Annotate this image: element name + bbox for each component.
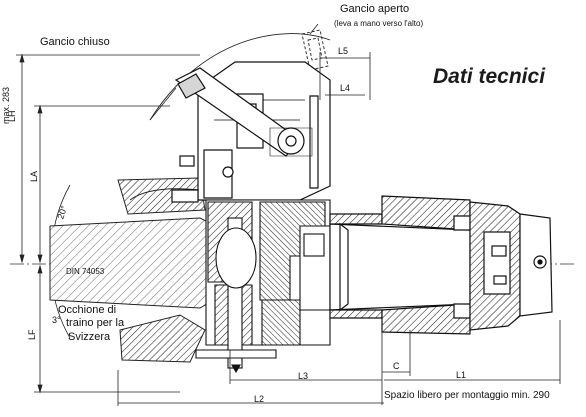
- dim-lf: LF: [27, 329, 37, 340]
- callout-eye-line1: Occhione di: [58, 304, 117, 316]
- shaft-assembly: [329, 195, 471, 335]
- left-dimension-lines: [16, 53, 200, 394]
- dim-l3: L3: [298, 371, 309, 381]
- callout-hook-closed: Gancio chiuso: [40, 36, 110, 48]
- callout-din: DIN 74053: [66, 267, 105, 276]
- dim-angle-bottom: 3°: [52, 315, 61, 325]
- closed-lever: [174, 67, 313, 157]
- towing-eye: [49, 177, 215, 363]
- dim-la: LA: [29, 170, 39, 182]
- dim-c: C: [393, 361, 400, 371]
- coupling-pin: [195, 199, 331, 374]
- dim-l2: L2: [254, 394, 265, 404]
- callout-hook-open: Gancio aperto: [340, 3, 410, 15]
- right-dimension-lines: [117, 52, 561, 406]
- page-title: Dati tecnici: [433, 65, 546, 88]
- callout-free-space: Spazio libero per montaggio min. 290: [384, 390, 550, 401]
- lever-swing-arc: [149, 33, 331, 121]
- dim-l4: L4: [340, 83, 351, 93]
- rear-bellows: [469, 201, 553, 331]
- callout-eye-line2: traino per la: [66, 317, 125, 329]
- callout-hook-open-note: (leva a mano verso l'alto): [334, 19, 424, 28]
- callout-eye-line3: Svizzera: [68, 331, 111, 343]
- dim-l1: L1: [456, 370, 467, 380]
- dim-max: max. 283: [1, 86, 11, 124]
- dim-l5: L5: [338, 46, 349, 56]
